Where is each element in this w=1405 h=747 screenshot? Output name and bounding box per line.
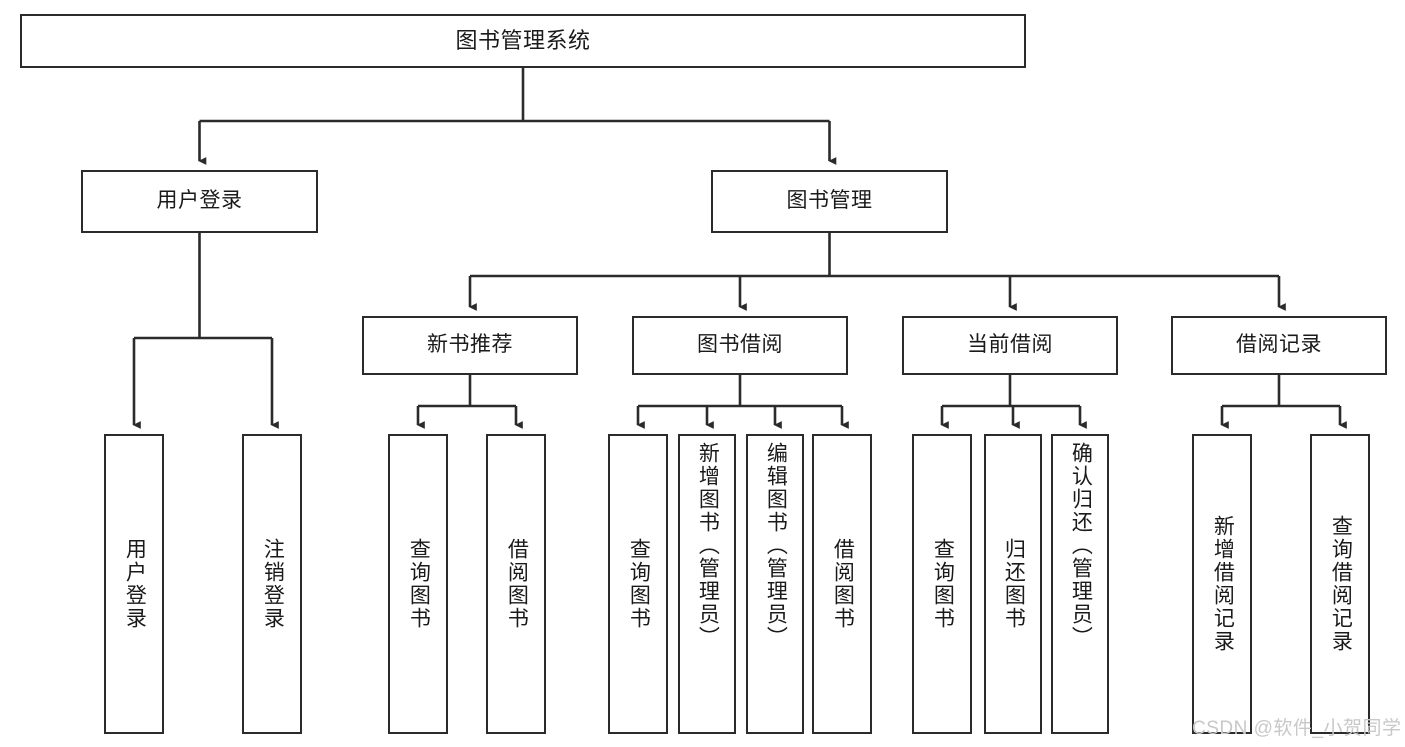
leaf-borrow-book-recommend[interactable]: 借阅图书 [486, 434, 546, 734]
node-current-borrow[interactable]: 当前借阅 [902, 316, 1118, 375]
node-label: 借阅图书 [831, 538, 855, 630]
node-label: 借阅记录 [1236, 333, 1322, 357]
leaf-edit-book-admin[interactable]: 编辑图书（管理员） [746, 434, 804, 734]
node-label: 注销登录 [261, 538, 285, 630]
node-label: 查询借阅记录 [1329, 515, 1353, 653]
leaf-query-book-recommend[interactable]: 查询图书 [388, 434, 448, 734]
leaf-add-book-admin[interactable]: 新增图书（管理员） [678, 434, 736, 734]
node-label: 用户登录 [156, 189, 243, 213]
leaf-query-book[interactable]: 查询图书 [608, 434, 668, 734]
leaf-confirm-return-admin[interactable]: 确认归还（管理员） [1051, 434, 1109, 734]
leaf-query-book-current[interactable]: 查询图书 [912, 434, 972, 734]
leaf-borrow-book[interactable]: 借阅图书 [812, 434, 872, 734]
node-label: 用户登录 [123, 538, 147, 630]
node-label: 新书推荐 [427, 333, 513, 357]
node-label: 确认归还（管理员） [1069, 442, 1093, 649]
node-label: 新增图书（管理员） [696, 442, 720, 649]
watermark: CSDN @软件_小贺同学 [1192, 718, 1402, 739]
node-label: 新增借阅记录 [1211, 515, 1235, 653]
node-label: 图书借阅 [697, 333, 783, 357]
leaf-return-book[interactable]: 归还图书 [984, 434, 1042, 734]
node-root[interactable]: 图书管理系统 [20, 14, 1026, 68]
node-new-book-recommend[interactable]: 新书推荐 [362, 316, 578, 375]
leaf-user-logout[interactable]: 注销登录 [242, 434, 302, 734]
node-label: 图书管理系统 [455, 28, 591, 54]
leaf-user-login[interactable]: 用户登录 [104, 434, 164, 734]
node-label: 编辑图书（管理员） [764, 442, 788, 649]
leaf-query-borrow-record[interactable]: 查询借阅记录 [1310, 434, 1370, 734]
node-label: 查询图书 [407, 538, 431, 630]
node-book-borrow[interactable]: 图书借阅 [632, 316, 848, 375]
node-label: 图书管理 [786, 189, 873, 213]
node-user-login[interactable]: 用户登录 [81, 170, 318, 233]
leaf-add-borrow-record[interactable]: 新增借阅记录 [1192, 434, 1252, 734]
node-label: 借阅图书 [505, 538, 529, 630]
node-book-management[interactable]: 图书管理 [711, 170, 948, 233]
node-label: 当前借阅 [967, 333, 1053, 357]
node-label: 查询图书 [627, 538, 651, 630]
node-label: 查询图书 [931, 538, 955, 630]
node-label: 归还图书 [1002, 538, 1026, 630]
node-borrow-records[interactable]: 借阅记录 [1171, 316, 1387, 375]
